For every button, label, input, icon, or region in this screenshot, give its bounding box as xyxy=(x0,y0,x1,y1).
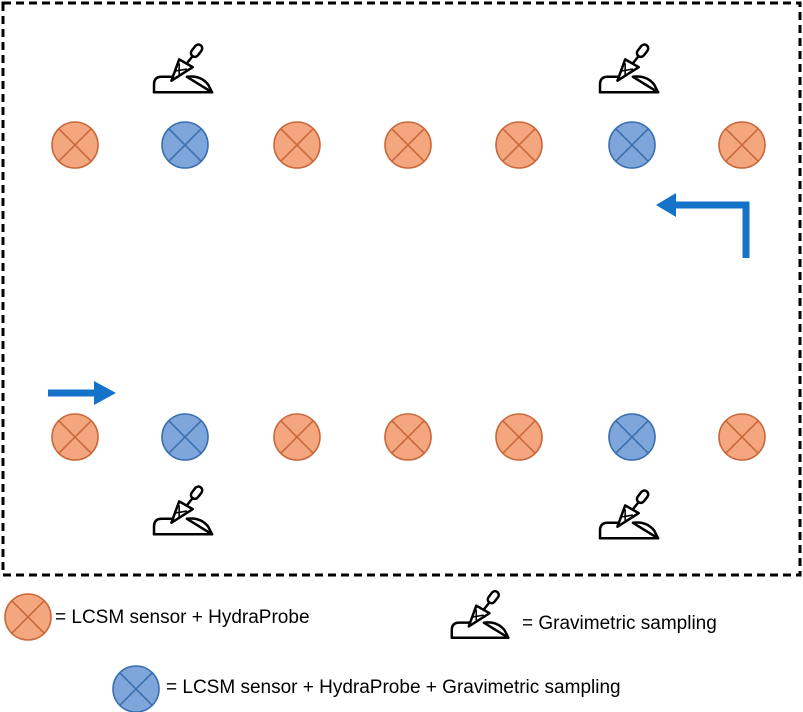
legend-combo-label: = LCSM sensor + HydraProbe + Gravimetric… xyxy=(166,677,621,698)
combo-sensor-marker xyxy=(608,121,656,169)
legend-lcsm-label: = LCSM sensor + HydraProbe xyxy=(55,607,310,628)
legend-gravimetric-label: = Gravimetric sampling xyxy=(522,613,717,634)
legend-lcsm-marker xyxy=(4,593,52,641)
arrow-icon xyxy=(656,193,750,258)
legend-combo-marker xyxy=(112,665,160,712)
lcsm-sensor-marker xyxy=(384,121,432,169)
gravimetric-sampling-icon xyxy=(152,484,214,536)
lcsm-sensor-marker xyxy=(495,121,543,169)
combo-sensor-marker xyxy=(161,413,209,461)
lcsm-sensor-marker xyxy=(718,413,766,461)
combo-marker-icon xyxy=(112,665,160,712)
arrow-icon xyxy=(48,381,116,405)
sensor-row-bottom xyxy=(51,413,766,461)
combo-sensor-marker xyxy=(161,121,209,169)
lcsm-sensor-marker xyxy=(51,121,99,169)
combo-sensor-marker xyxy=(608,413,656,461)
sensor-row-top xyxy=(51,121,766,169)
field-boundary xyxy=(1,1,802,577)
legend-sampling-icon xyxy=(450,588,510,639)
gravimetric-sampling-icon xyxy=(598,42,660,94)
lcsm-sensor-marker xyxy=(718,121,766,169)
gravimetric-sampling-icon xyxy=(152,42,214,94)
lcsm-sensor-marker xyxy=(51,413,99,461)
lcsm-sensor-marker xyxy=(273,121,321,169)
lcsm-marker-icon xyxy=(4,593,52,641)
lcsm-sensor-marker xyxy=(384,413,432,461)
gravimetric-sampling-icon xyxy=(598,488,660,540)
lcsm-sensor-marker xyxy=(495,413,543,461)
lcsm-sensor-marker xyxy=(273,413,321,461)
